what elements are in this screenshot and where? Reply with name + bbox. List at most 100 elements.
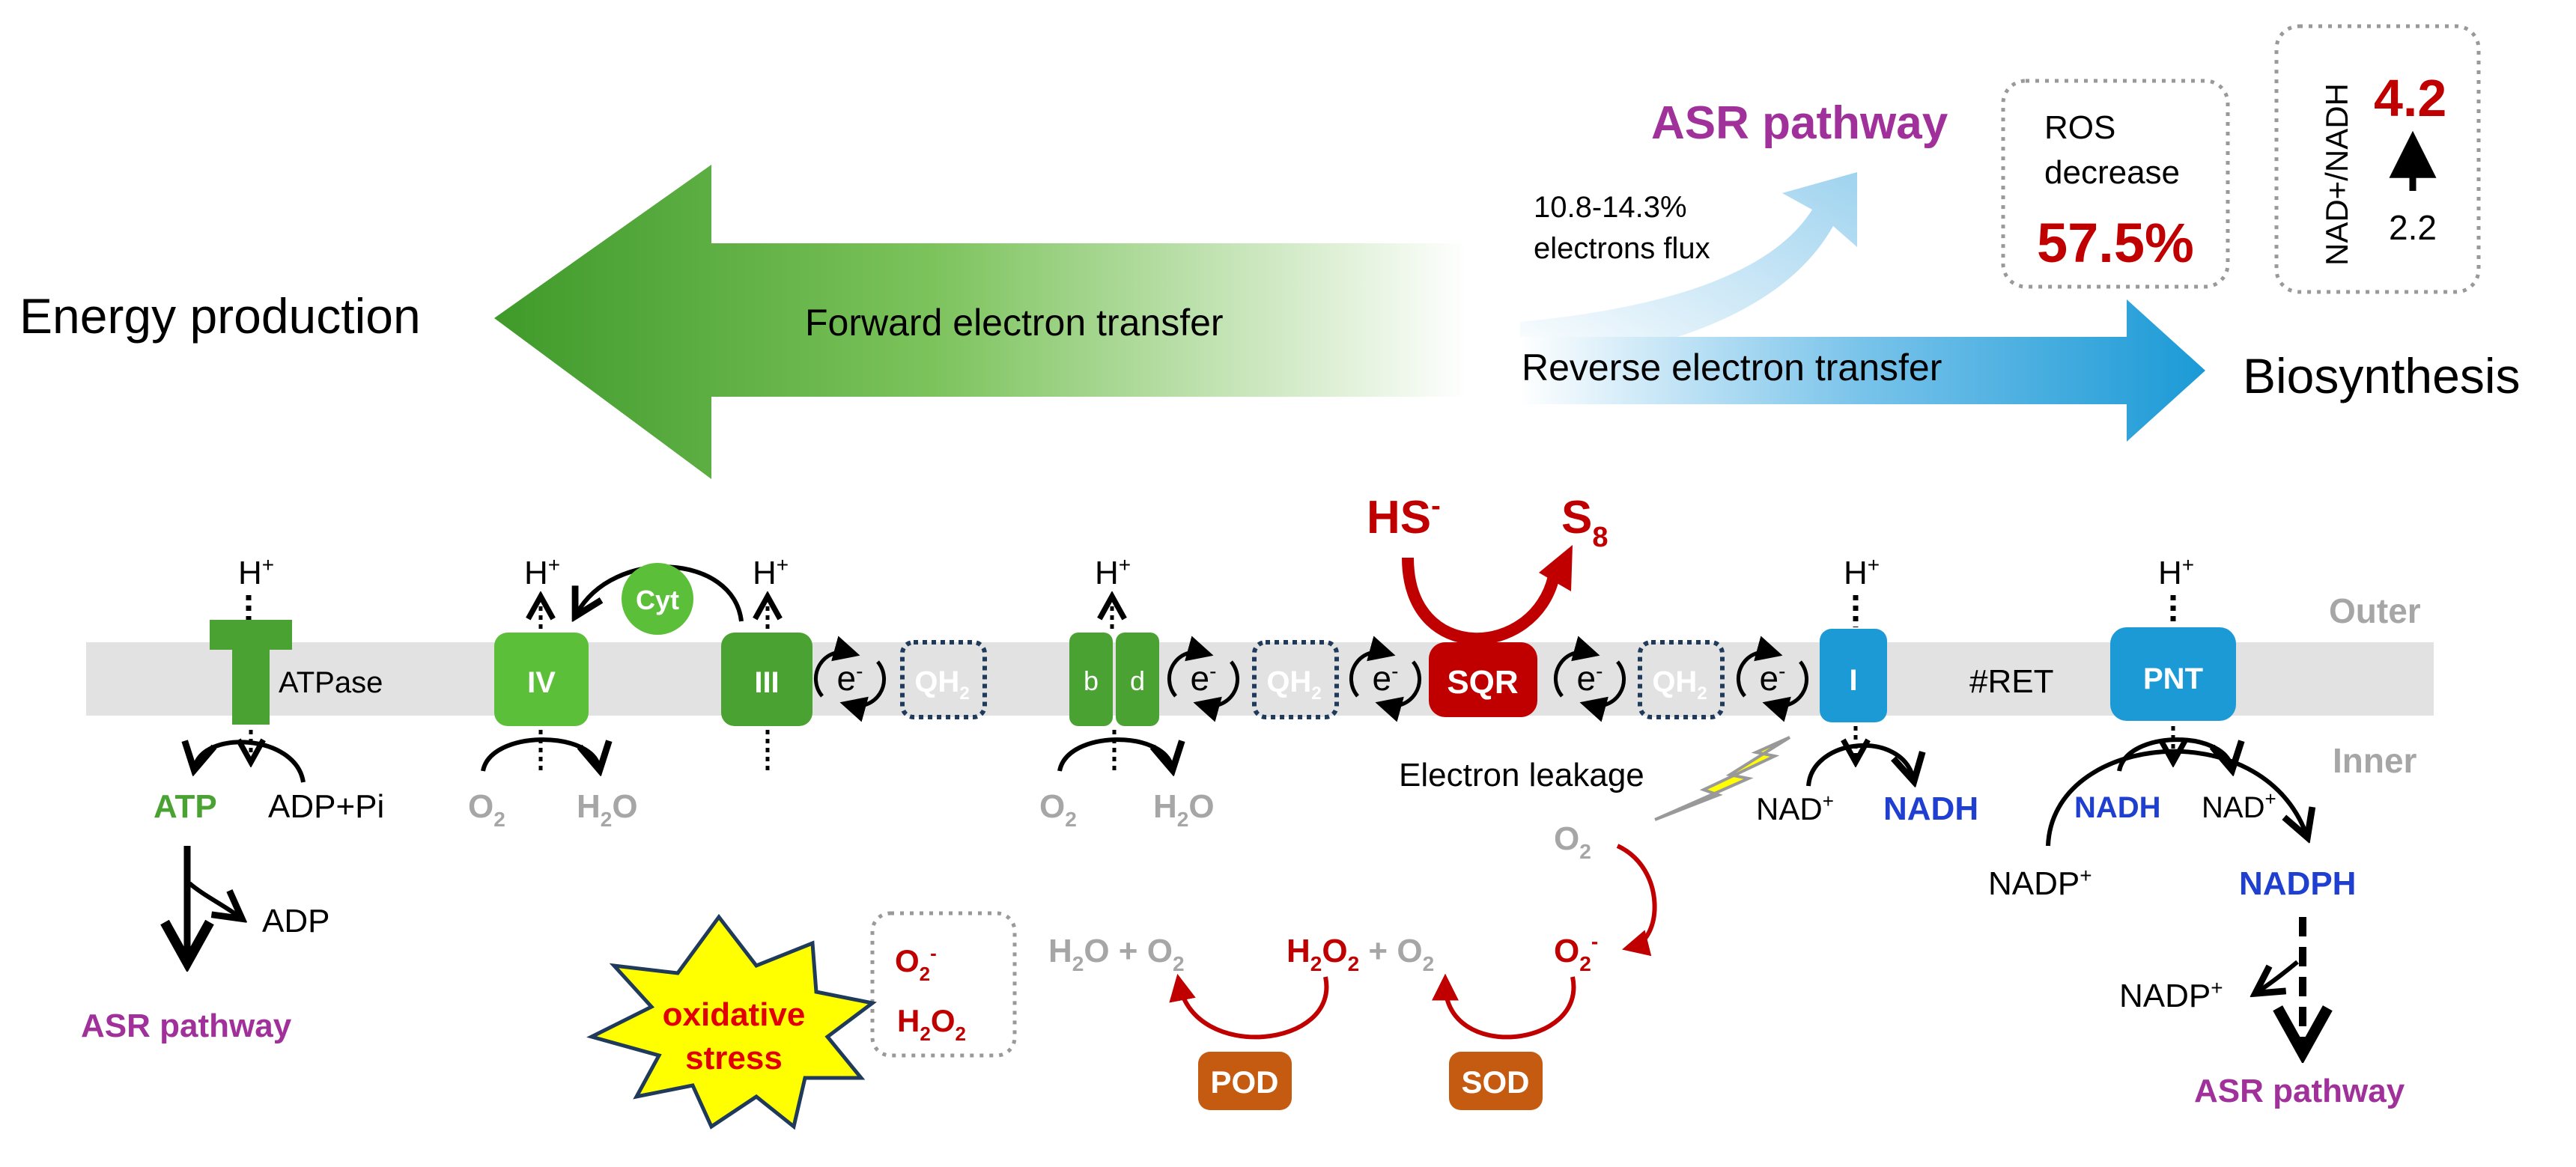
- svg-text:QH2: QH2: [1266, 665, 1321, 704]
- adp-label: ADP: [262, 903, 329, 939]
- pnt-nad: NAD+: [2202, 787, 2276, 824]
- pnt-label: PNT: [2143, 662, 2203, 695]
- s8-label: S8: [1561, 492, 1609, 553]
- pod-label: POD: [1210, 1064, 1278, 1100]
- complex-iv-label: IV: [527, 666, 556, 699]
- ros-decrease-box: [2001, 79, 2230, 289]
- complex-i-proton: H+: [1844, 553, 1880, 591]
- hs-label: HS-: [1367, 490, 1441, 543]
- svg-text:e-: e-: [1373, 659, 1399, 698]
- ret-label: #RET: [1969, 663, 2053, 700]
- complex-i-reaction-arrow: [1806, 743, 1913, 786]
- svg-text:e-: e-: [837, 659, 863, 698]
- ros-decrease-value: 57.5%: [2037, 212, 2194, 274]
- complex-iii-proton: H+: [753, 553, 789, 591]
- pod-enzyme: [1198, 1052, 1292, 1110]
- svg-text:QH2: QH2: [1652, 665, 1707, 704]
- asr-pathway-title: ASR pathway: [1651, 97, 1948, 149]
- electron-2: e-: [1167, 636, 1240, 722]
- bd-b-label: b: [1084, 665, 1099, 696]
- bd-reaction-arrow: [1057, 737, 1172, 771]
- bd-proton: H+: [1095, 553, 1131, 591]
- qh2-2: QH2: [1252, 640, 1339, 719]
- atpase-proton: H+: [238, 553, 274, 591]
- adp-release-arrow: [188, 881, 240, 917]
- leak-o2: O2: [1554, 820, 1591, 863]
- reverse-transfer-arrow: [1520, 299, 2205, 442]
- complex-iii: [721, 633, 812, 726]
- energy-production-label: Energy production: [19, 288, 421, 344]
- complex-i-nad: NAD+: [1756, 790, 1834, 826]
- qh2-3: QH2: [1638, 640, 1725, 719]
- lightning-icon: [1654, 736, 1791, 821]
- nad-ratio-low: 2.2: [2389, 208, 2437, 247]
- sod-product: H2O2 + O2: [1287, 933, 1434, 975]
- pnt-nadp-arrow: [2046, 749, 2306, 847]
- svg-text:e-: e-: [1577, 659, 1603, 698]
- electron-5: e-: [1736, 636, 1809, 722]
- bd-subunit-b: [1069, 633, 1113, 726]
- ros-decrease-label: decrease: [2044, 154, 2180, 191]
- complex-i-nadh: NADH: [1883, 790, 1978, 827]
- complex-iv: [494, 633, 589, 726]
- bd-subunit-d: [1116, 633, 1159, 726]
- svg-text:e-: e-: [1760, 659, 1786, 698]
- bd-o2: O2: [1039, 788, 1077, 831]
- asr-flux-arrow: [1520, 172, 1857, 367]
- pod-arc: [1169, 973, 1329, 1040]
- pnt-nadph: NADPH: [2239, 865, 2356, 902]
- sod-label: SOD: [1461, 1064, 1529, 1100]
- sod-arc: [1432, 973, 1576, 1040]
- complex-i: [1820, 629, 1887, 722]
- oxidative-stress-burst: [586, 913, 877, 1130]
- pnt-nadp: NADP+: [1988, 864, 2092, 902]
- svg-text:QH2: QH2: [914, 665, 969, 704]
- forward-transfer-label: Forward electron transfer: [805, 302, 1224, 344]
- electron-4: e-: [1553, 636, 1626, 722]
- pod-product: H2O + O2: [1048, 933, 1185, 975]
- complex-iv-o2: O2: [468, 788, 505, 831]
- bd-d-label: d: [1130, 665, 1145, 696]
- sqr-label: SQR: [1447, 664, 1518, 701]
- complex-i-label: I: [1849, 664, 1857, 697]
- sqr-complex: [1429, 642, 1537, 717]
- electron-flux-label: electrons flux: [1534, 232, 1710, 265]
- bd-h2o: H2O: [1153, 788, 1215, 831]
- oxidative-stress-line1: oxidative: [663, 996, 806, 1033]
- electron-flux-value: 10.8-14.3%: [1534, 191, 1687, 224]
- outer-label: Outer: [2329, 591, 2421, 630]
- stress-superoxide: O2-: [895, 942, 937, 985]
- biosynthesis-label: Biosynthesis: [2243, 348, 2521, 403]
- complex-iv-proton: H+: [524, 553, 560, 591]
- nad-ratio-high: 4.2: [2374, 69, 2446, 127]
- complex-iv-reaction-arrow: [481, 737, 599, 771]
- forward-transfer-arrow: [494, 165, 1468, 479]
- complex-iv-h2o: H2O: [577, 788, 638, 831]
- adp-pi-label: ADP+Pi: [268, 788, 384, 825]
- o2-to-radical-arrow: [1616, 844, 1657, 957]
- nad-ratio-box: [2274, 24, 2481, 294]
- cyt-label: Cyt: [636, 585, 679, 615]
- atpase-complex: [210, 620, 292, 725]
- pnt-proton: H+: [2158, 553, 2194, 591]
- nadp-release-arrow: [2258, 960, 2299, 992]
- sqr-reaction-arrowhead: [1539, 545, 1573, 591]
- pnt-complex: [2110, 627, 2236, 721]
- electron-leakage-label: Electron leakage: [1399, 757, 1644, 793]
- electron-1: e-: [813, 636, 887, 722]
- cytochrome-c: [622, 563, 693, 635]
- oxidative-stress-line2: stress: [685, 1040, 783, 1076]
- qh2-1: QH2: [900, 640, 987, 719]
- atp-label: ATP: [154, 788, 217, 825]
- ros-label: ROS: [2044, 109, 2115, 146]
- reverse-transfer-label: Reverse electron transfer: [1522, 347, 1942, 389]
- inner-label: Inner: [2333, 741, 2417, 780]
- electron-3: e-: [1349, 636, 1422, 722]
- superoxide: O2-: [1554, 930, 1598, 975]
- complex-iii-label: III: [754, 666, 779, 699]
- ros-species-box: [870, 911, 1017, 1058]
- svg-text:e-: e-: [1191, 659, 1217, 698]
- stress-h2o2: H2O2: [897, 1003, 966, 1045]
- pnt-nadh: NADH: [2074, 791, 2161, 824]
